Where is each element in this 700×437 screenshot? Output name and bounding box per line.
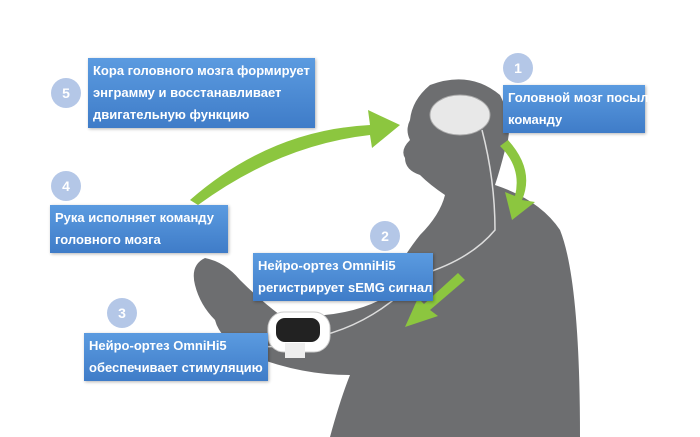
flow-arrows — [190, 110, 535, 327]
step-1-number: 1 — [503, 53, 533, 83]
step-5-box: Кора головного мозга формирует энграмму … — [88, 58, 315, 128]
step-3-line: обеспечивает стимуляцию — [89, 360, 263, 375]
step-1-line: Головной мозг посылает — [508, 90, 670, 105]
step-2-line: регистрирует sEMG сигнал — [258, 280, 433, 295]
step-4-line: Рука исполняет команду — [55, 210, 214, 225]
omnihi5-device — [267, 311, 331, 358]
step-3-box: Нейро-ортез OmniHi5 обеспечивает стимуля… — [84, 333, 268, 381]
step-1-line: команду — [508, 112, 563, 127]
step-5-line: Кора головного мозга формирует — [93, 63, 310, 78]
step-2-box: Нейро-ортез OmniHi5 регистрирует sEMG си… — [253, 253, 433, 301]
step-4-line: головного мозга — [55, 232, 161, 247]
step-3-number: 3 — [107, 298, 137, 328]
step-5-line: двигательную функцию — [93, 107, 250, 122]
step-4-box: Рука исполняет команду головного мозга — [50, 205, 228, 253]
step-3-line: Нейро-ортез OmniHi5 — [89, 338, 227, 353]
step-1-box: Головной мозг посылает команду — [503, 85, 670, 133]
step-4-number: 4 — [51, 171, 81, 201]
step-5-number: 5 — [51, 78, 81, 108]
step-2-line: Нейро-ортез OmniHi5 — [258, 258, 396, 273]
step-2-number: 2 — [370, 221, 400, 251]
brain-icon — [429, 94, 491, 136]
step-5-line: энграмму и восстанавливает — [93, 85, 282, 100]
